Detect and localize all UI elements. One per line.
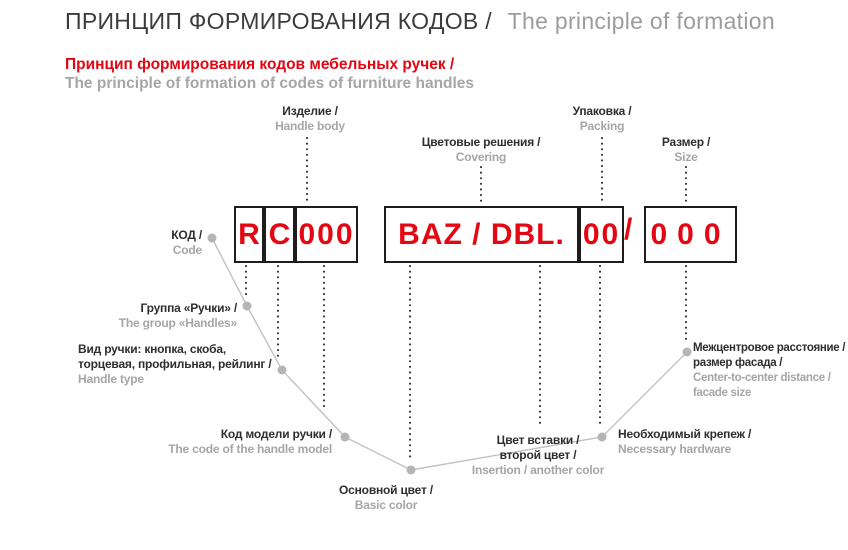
top-label-covering-ru: Цветовые решения /: [421, 135, 541, 149]
connector-dot-type: [277, 365, 287, 375]
label-distance: Межцентровое расстояние / размер фасада …: [693, 341, 848, 401]
label-model: Код модели ручки / The code of the handl…: [150, 427, 332, 457]
label-type-ru1: Вид ручки: кнопка, скоба,: [78, 342, 226, 356]
top-label-packing-ru: Упаковка /: [572, 104, 632, 118]
label-hardware-ru: Необходимый крепеж /: [618, 427, 752, 441]
label-insertion-ru1: Цвет вставки /: [496, 433, 580, 447]
code-segment-colors: BAZ / DBL.: [384, 206, 579, 263]
connector-dot-model: [340, 432, 350, 442]
connector-dot-basic-color: [406, 465, 416, 475]
label-hardware-en: Necessary hardware: [618, 442, 732, 456]
code-segment-size: 000: [644, 206, 737, 263]
page-title-en: The principle of formation: [507, 8, 775, 34]
subtitle-ru: Принцип формирования кодов мебельных руч…: [65, 56, 455, 73]
label-insertion-ru2: второй цвет /: [499, 448, 577, 462]
label-code-ru: КОД /: [171, 228, 202, 242]
label-basic-color: Основной цвет / Basic color: [316, 483, 456, 513]
subtitle-en: The principle of formation of codes of f…: [65, 75, 475, 92]
connector-dot-distance: [682, 347, 692, 357]
label-group-en: The group «Handles»: [118, 316, 237, 330]
label-distance-en2: facade size: [693, 387, 752, 399]
top-label-covering: Цветовые решения / Covering: [401, 135, 561, 165]
top-label-product-en: Handle body: [275, 119, 345, 133]
label-basic-color-ru: Основной цвет /: [339, 483, 433, 497]
label-distance-ru1: Межцентровое расстояние /: [693, 342, 846, 354]
label-insertion: Цвет вставки / второй цвет / Insertion /…: [463, 433, 613, 478]
label-model-en: The code of the handle model: [168, 442, 332, 456]
subtitle: Принцип формирования кодов мебельных руч…: [65, 55, 474, 93]
code-segment-packing: 00: [579, 206, 624, 263]
code-segment-type: C: [264, 206, 295, 263]
page-title-ru: ПРИНЦИП ФОРМИРОВАНИЯ КОДОВ /: [65, 8, 492, 34]
label-hardware: Необходимый крепеж / Necessary hardware: [618, 427, 788, 457]
label-group-ru: Группа «Ручки» /: [140, 301, 237, 315]
top-label-size-ru: Размер /: [661, 135, 711, 149]
label-type-en: Handle type: [78, 372, 144, 386]
top-label-size-en: Size: [674, 150, 698, 164]
label-code: КОД / Code: [110, 228, 202, 258]
code-separator: /: [624, 213, 633, 246]
label-type: Вид ручки: кнопка, скоба, торцевая, проф…: [78, 342, 278, 387]
label-code-en: Code: [172, 243, 202, 257]
label-basic-color-en: Basic color: [354, 498, 418, 512]
label-insertion-en: Insertion / another color: [471, 463, 605, 477]
label-model-ru: Код модели ручки /: [220, 427, 332, 441]
label-distance-ru2: размер фасада /: [693, 357, 783, 369]
top-label-packing: Упаковка / Packing: [542, 104, 662, 134]
connector-dot-code: [207, 233, 217, 243]
top-label-covering-en: Covering: [455, 150, 507, 164]
top-label-packing-en: Packing: [579, 119, 625, 133]
code-segment-model: 000: [295, 206, 358, 263]
connector-dot-group: [242, 301, 252, 311]
page-title: ПРИНЦИП ФОРМИРОВАНИЯ КОДОВ / The princip…: [65, 8, 775, 35]
top-label-product-ru: Изделие /: [282, 104, 338, 118]
top-label-product: Изделие / Handle body: [240, 104, 380, 134]
label-distance-en1: Center-to-center distance /: [693, 372, 831, 384]
label-type-ru2: торцевая, профильная, рейлинг /: [78, 357, 272, 371]
top-label-size: Размер / Size: [626, 135, 746, 165]
code-segment-group: R: [234, 206, 264, 263]
label-group: Группа «Ручки» / The group «Handles»: [95, 301, 237, 331]
